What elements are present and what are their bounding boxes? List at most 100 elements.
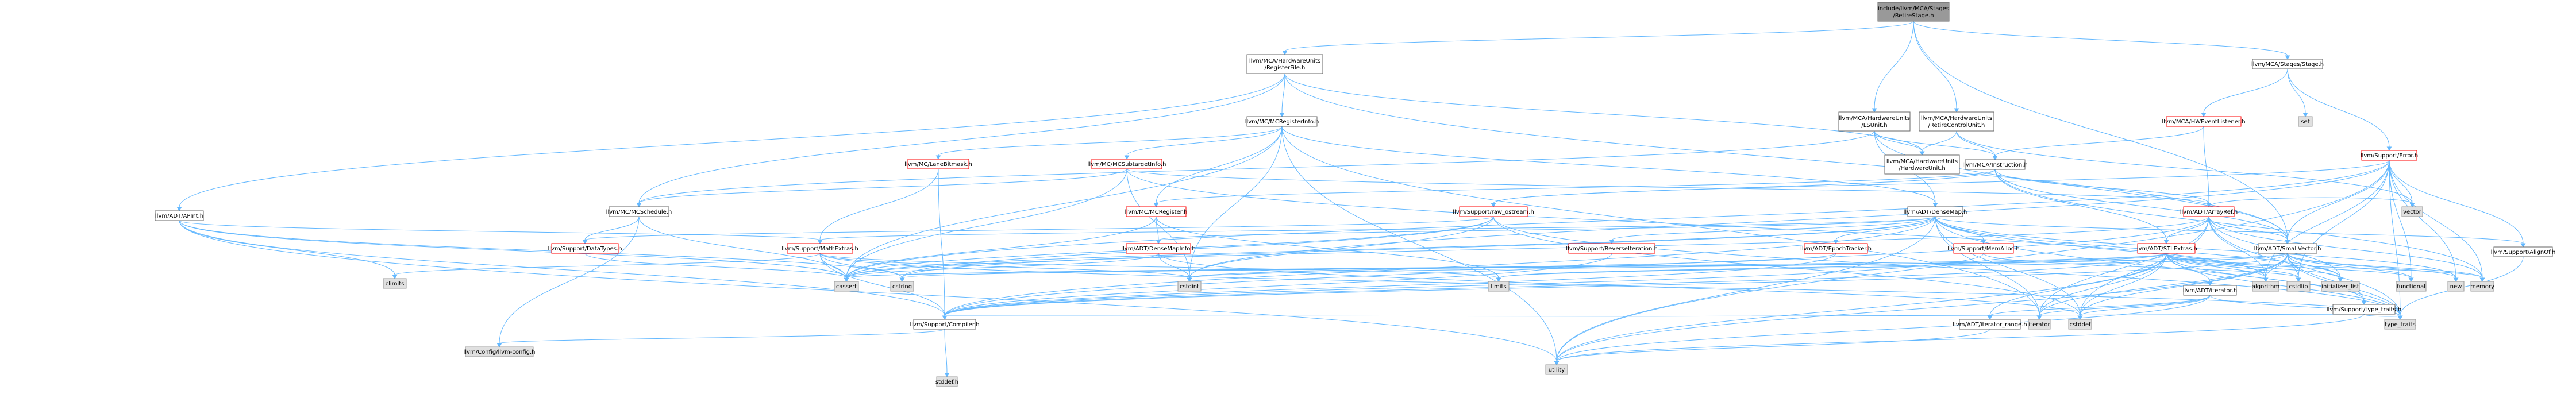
node-functional: functional — [2396, 281, 2427, 292]
edge-apint-to-compiler — [179, 220, 948, 320]
node-box — [609, 206, 669, 217]
node-label: llvm/ADT/iterator_range.h — [1953, 322, 2027, 328]
node-stlextras[interactable]: llvm/ADT/STLExtras.h — [2135, 243, 2197, 254]
node-label: cstdint — [1180, 284, 1199, 290]
edge-mcreginfo-to-mcregister — [1153, 126, 1283, 207]
node-densemapinfo[interactable]: llvm/ADT/DenseMapInfo.h — [1121, 243, 1196, 254]
node-regfile[interactable]: llvm/MCA/HardwareUnits/RegisterFile.h — [1246, 54, 1323, 74]
node-label: llvm/MC/MCRegister.h — [1125, 209, 1188, 215]
edge-stlextras-to-utility — [1554, 253, 2167, 365]
node-error[interactable]: llvm/Support/Error.h — [2361, 150, 2418, 161]
edge-smallvector-to-new — [2287, 253, 2459, 282]
edge-typetraits_support-to-compiler — [942, 314, 2365, 320]
edge-regfile-to-smallvector — [1284, 73, 2290, 244]
node-memalloc[interactable]: llvm/Support/MemAlloc.h — [1947, 243, 2020, 254]
edge-instruction-to-stlextras — [1994, 169, 2169, 244]
node-smallvector[interactable]: llvm/ADT/SmallVector.h — [2254, 243, 2321, 254]
node-label: climits — [386, 281, 405, 287]
node-box — [1568, 243, 1655, 254]
node-box — [1804, 243, 1868, 254]
node-mcschedule[interactable]: llvm/MC/MCSchedule.h — [606, 206, 672, 217]
edge-epochtracker-to-cstdint — [1187, 253, 1836, 282]
node-box — [890, 281, 914, 292]
edge-lanebitmask-to-compiler — [938, 168, 948, 320]
edge-mcreginfo-to-densemap — [1281, 126, 1938, 207]
node-iterator_range[interactable]: llvm/ADT/iterator_range.h — [1953, 319, 2027, 330]
node-label: llvm/MCA/Instruction.h — [1962, 162, 2027, 168]
node-label: algorithm — [2252, 284, 2279, 290]
node-box — [383, 278, 407, 289]
edge-apint-to-mathextras — [179, 220, 823, 244]
node-label: llvm/MC/MCSchedule.h — [606, 209, 672, 215]
node-lanebitmask[interactable]: llvm/MC/LaneBitmask.h — [904, 159, 972, 169]
node-reverseiteration[interactable]: llvm/Support/ReverseIteration.h — [1566, 243, 1658, 254]
node-mcreginfo[interactable]: llvm/MC/MCRegisterInfo.h — [1245, 116, 1319, 127]
edge-root-to-regfile — [1282, 21, 1914, 55]
edge-reverseiteration-to-compiler — [942, 253, 1612, 320]
edge-mcreginfo-to-lanebitmask — [935, 126, 1283, 160]
node-label: cstdlib — [2289, 284, 2308, 290]
node-label: cassert — [836, 284, 857, 290]
edge-regfile-to-mcreginfo — [1279, 73, 1285, 117]
edge-arrayref-to-stlextras — [2163, 216, 2209, 244]
edge-typetraits_support-to-utility — [1554, 314, 2365, 365]
node-box — [2166, 116, 2242, 127]
edge-mcschedule-to-datatypes — [582, 216, 640, 244]
node-stage[interactable]: llvm/MCA/Stages/Stage.h — [2251, 59, 2324, 69]
node-label: llvm/Support/ReverseIteration.h — [1566, 246, 1658, 252]
node-box — [2470, 281, 2494, 292]
node-cstdint: cstdint — [1177, 281, 1202, 292]
node-hweventlistener[interactable]: llvm/MCA/HWEventListener.h — [2162, 116, 2246, 127]
node-box — [2068, 319, 2092, 330]
node-alignof[interactable]: llvm/Support/AlignOf.h — [2491, 246, 2556, 257]
node-label: llvm/Support/MathExtras.h — [781, 246, 858, 252]
node-mathextras[interactable]: llvm/Support/MathExtras.h — [781, 243, 858, 254]
node-label: llvm/Support/MemAlloc.h — [1947, 246, 2020, 252]
node-label: llvm/MCA/HWEventListener.h — [2162, 119, 2245, 125]
node-mcregister[interactable]: llvm/MC/MCRegister.h — [1125, 206, 1188, 217]
edge-hweventlistener-to-instruction — [1992, 126, 2204, 160]
edge-typetraits_support-to-type_traits — [2363, 314, 2403, 320]
node-compiler[interactable]: llvm/Support/Compiler.h — [910, 319, 980, 330]
node-label: llvm/MCA/Stages/Stage.h — [2251, 61, 2324, 68]
node-adtiterator[interactable]: llvm/ADT/iterator.h — [2183, 285, 2237, 296]
edge-root-to-lsunit — [1872, 21, 1914, 113]
node-rcu[interactable]: llvm/MCA/HardwareUnits/RetireControlUnit… — [1919, 111, 1994, 132]
edge-memalloc-to-compiler — [942, 253, 1984, 320]
edge-densemap-to-densemapinfo — [1156, 216, 1936, 244]
node-label: /RegisterFile.h — [1265, 65, 1306, 71]
edge-error-to-memory — [2389, 160, 2485, 282]
node-climits: climits — [383, 278, 407, 289]
node-llvmconfig: llvm/Config/llvm-config.h — [464, 346, 535, 357]
node-box — [2384, 319, 2416, 330]
edge-iterator_range-to-utility — [1554, 329, 1990, 365]
node-densemap[interactable]: llvm/ADT/DenseMap.h — [1904, 206, 1967, 217]
node-box — [1545, 364, 1568, 375]
edge-stlextras-to-memory — [2166, 253, 2485, 282]
node-label: llvm/Support/Error.h — [2361, 153, 2418, 159]
node-label: cstddef — [2070, 322, 2091, 328]
node-subtargetinfo[interactable]: llvm/MC/MCSubtargetInfo.h — [1088, 159, 1166, 169]
node-rawostream[interactable]: llvm/Support/raw_ostream.h — [1453, 206, 1534, 217]
node-label: vector — [2403, 209, 2422, 215]
node-label: new — [2450, 284, 2462, 290]
edge-subtargetinfo-to-cassert — [844, 168, 1127, 282]
node-limits: limits — [1488, 281, 1510, 292]
edge-error-to-alignof — [2389, 160, 2526, 248]
node-instruction[interactable]: llvm/MCA/Instruction.h — [1962, 159, 2028, 170]
node-box — [2028, 319, 2051, 330]
edge-compiler-to-llvmconfig — [496, 329, 945, 347]
node-epochtracker[interactable]: llvm/ADT/EpochTracker.h — [1800, 243, 1872, 254]
edge-mcreginfo-to-cassert — [844, 126, 1283, 282]
node-datatypes[interactable]: llvm/Support/DataTypes.h — [548, 243, 622, 254]
node-label: /LSUnit.h — [1861, 122, 1887, 129]
node-hwunit[interactable]: llvm/MCA/HardwareUnits/HardwareUnit.h — [1884, 154, 1960, 175]
node-lsunit[interactable]: llvm/MCA/HardwareUnits/LSUnit.h — [1838, 111, 1911, 132]
nodes-layer: include/llvm/MCA/Stages/RetireStage.h llv… — [155, 2, 2555, 387]
node-box — [936, 376, 958, 387]
node-arrayref[interactable]: llvm/ADT/ArrayRef.h — [2180, 206, 2238, 217]
node-apint[interactable]: llvm/ADT/APInt.h — [155, 210, 204, 221]
node-typetraits_support[interactable]: llvm/Support/type_traits.h — [2327, 304, 2401, 315]
node-root[interactable]: include/llvm/MCA/Stages/RetireStage.h — [1877, 2, 1950, 22]
